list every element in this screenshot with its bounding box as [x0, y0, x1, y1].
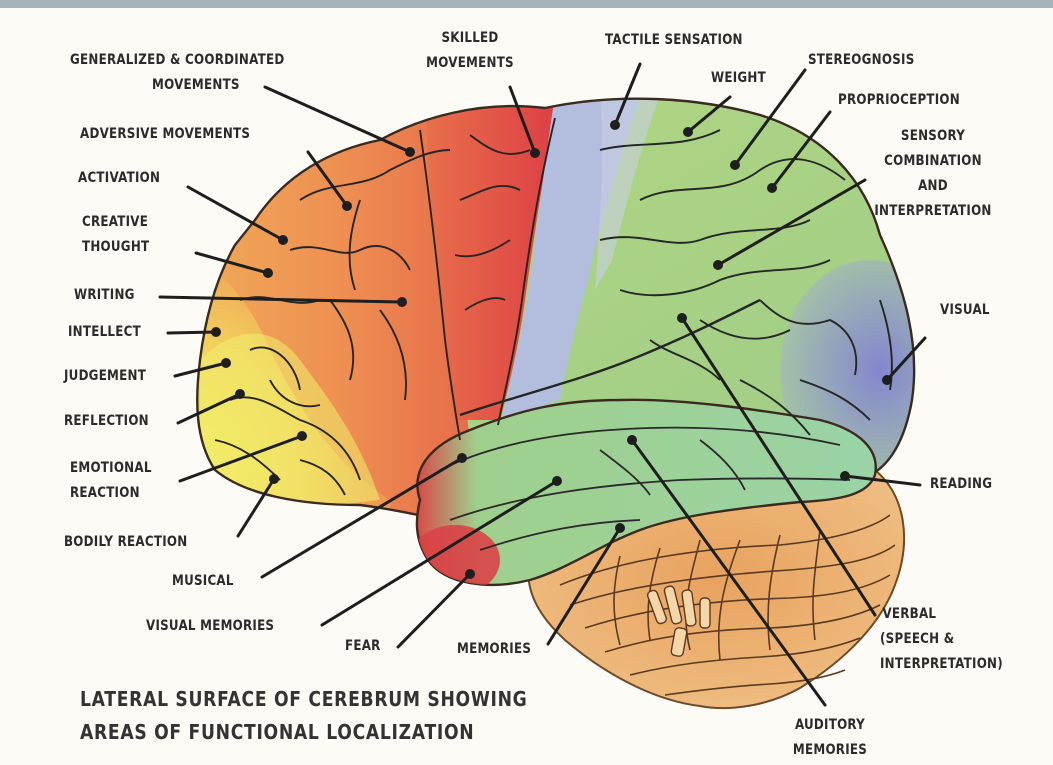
label-line: AUDITORY: [781, 713, 879, 738]
label-line: WEIGHT: [711, 66, 766, 91]
label-line: INTERPRETATION): [880, 652, 1003, 677]
label-line: PROPRIOCEPTION: [838, 88, 960, 113]
label-line: TACTILE SENSATION: [605, 28, 743, 53]
label-stereognosis: STEREOGNOSIS: [808, 48, 915, 73]
label-proprioception: PROPRIOCEPTION: [838, 88, 960, 113]
label-line: MEMORIES: [781, 738, 879, 763]
label-line: SENSORY: [872, 124, 995, 149]
diagram-caption: LATERAL SURFACE OF CEREBRUM SHOWING AREA…: [80, 683, 527, 749]
label-adversive-movements: ADVERSIVE MOVEMENTS: [80, 122, 250, 147]
label-auditory-memories: AUDITORY MEMORIES: [781, 713, 879, 763]
label-line: REACTION: [70, 481, 152, 506]
label-line: MUSICAL: [172, 569, 234, 594]
label-judgement: JUDGEMENT: [64, 364, 146, 389]
label-line: BODILY REACTION: [64, 530, 187, 555]
label-generalized-movements: GENERALIZED & COORDINATED MOVEMENTS: [70, 48, 284, 98]
label-line: MOVEMENTS: [413, 51, 528, 76]
label-line: THOUGHT: [82, 235, 149, 260]
caption-line: LATERAL SURFACE OF CEREBRUM SHOWING: [80, 683, 527, 716]
label-reading: READING: [930, 472, 992, 497]
label-bodily-reaction: BODILY REACTION: [64, 530, 187, 555]
label-line: MEMORIES: [457, 637, 531, 662]
label-line: FEAR: [345, 634, 381, 659]
label-fear: FEAR: [345, 634, 381, 659]
caption-line: AREAS OF FUNCTIONAL LOCALIZATION: [80, 716, 527, 749]
label-line: INTERPRETATION: [872, 199, 995, 224]
label-line: READING: [930, 472, 992, 497]
label-reflection: REFLECTION: [64, 409, 149, 434]
label-emotional-reaction: EMOTIONAL REACTION: [70, 456, 152, 506]
label-line: GENERALIZED & COORDINATED: [70, 48, 284, 73]
label-line: ACTIVATION: [78, 166, 160, 191]
label-visual: VISUAL: [940, 298, 990, 323]
label-line: VISUAL: [940, 298, 990, 323]
label-line: INTELLECT: [68, 320, 141, 345]
label-line: JUDGEMENT: [64, 364, 146, 389]
label-visual-memories: VISUAL MEMORIES: [146, 614, 274, 639]
label-line: AND: [872, 174, 995, 199]
label-musical: MUSICAL: [172, 569, 234, 594]
label-line: SKILLED: [413, 26, 528, 51]
label-line: ADVERSIVE MOVEMENTS: [80, 122, 250, 147]
label-line: CREATIVE: [82, 210, 149, 235]
label-weight: WEIGHT: [711, 66, 766, 91]
label-line: REFLECTION: [64, 409, 149, 434]
label-line: VERBAL: [880, 602, 1003, 627]
label-creative-thought: CREATIVE THOUGHT: [82, 210, 149, 260]
label-activation: ACTIVATION: [78, 166, 160, 191]
label-line: STEREOGNOSIS: [808, 48, 915, 73]
label-skilled-movements: SKILLED MOVEMENTS: [413, 26, 528, 76]
label-line: WRITING: [74, 283, 135, 308]
label-memories: MEMORIES: [457, 637, 531, 662]
label-sensory-combination: SENSORY COMBINATION AND INTERPRETATION: [872, 124, 995, 224]
label-writing: WRITING: [74, 283, 135, 308]
label-line: EMOTIONAL: [70, 456, 152, 481]
label-line: (SPEECH &: [880, 627, 1003, 652]
label-verbal: VERBAL (SPEECH & INTERPRETATION): [880, 602, 1003, 677]
label-tactile-sensation: TACTILE SENSATION: [605, 28, 743, 53]
label-line: VISUAL MEMORIES: [146, 614, 274, 639]
label-line: COMBINATION: [872, 149, 995, 174]
label-line: MOVEMENTS: [70, 73, 284, 98]
label-intellect: INTELLECT: [68, 320, 141, 345]
